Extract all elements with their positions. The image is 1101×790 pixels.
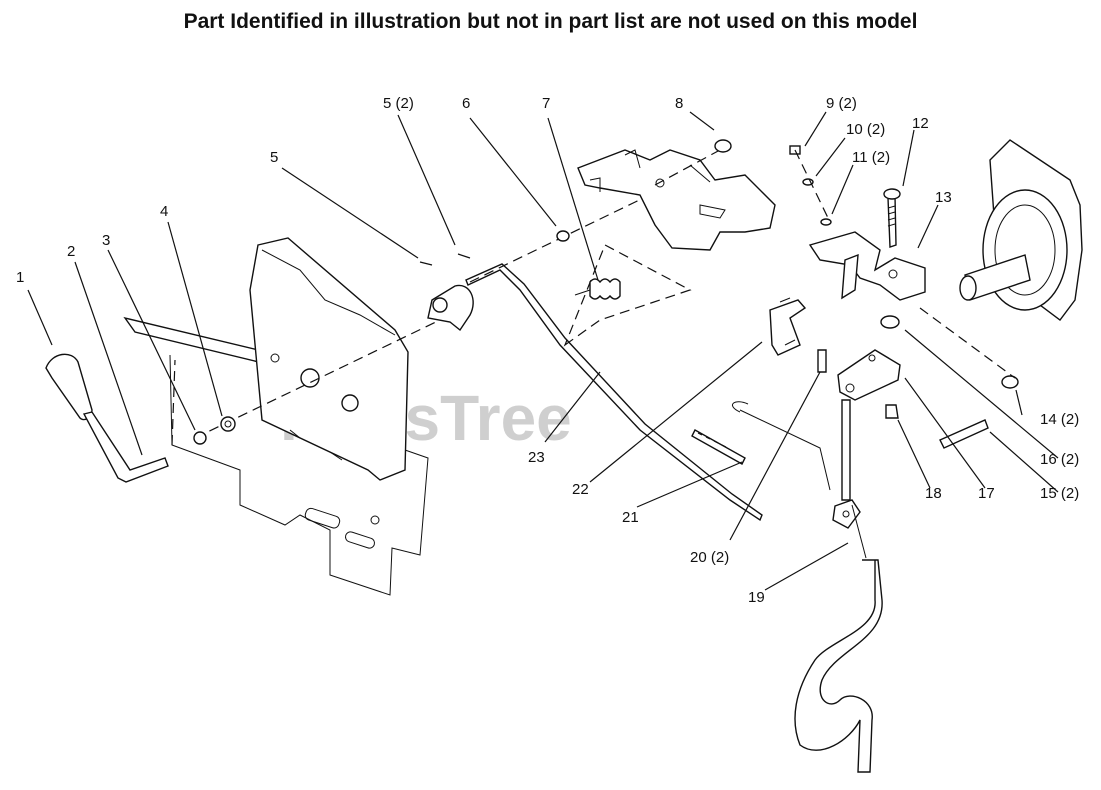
callout-5: 5 <box>270 149 278 166</box>
mount-bracket-13 <box>808 231 926 301</box>
pivot-cam <box>427 284 474 332</box>
callout-15: 15 (2) <box>1040 485 1079 502</box>
control-link <box>691 429 746 465</box>
callout-22: 22 <box>572 481 589 498</box>
leader-lines <box>27 111 1059 591</box>
shift-rod-19 <box>794 399 883 773</box>
callout-20: 20 (2) <box>690 549 729 566</box>
callout-8: 8 <box>675 95 683 112</box>
shift-knob <box>45 353 93 421</box>
callout-16: 16 (2) <box>1040 451 1079 468</box>
spring <box>574 278 621 300</box>
washer-part-16 <box>880 315 900 329</box>
callout-1: 1 <box>16 269 24 286</box>
callout-14: 14 (2) <box>1040 411 1079 428</box>
callout-11: 11 (2) <box>852 149 890 166</box>
shift-rod <box>465 263 763 522</box>
lockwasher-part-10 <box>802 178 814 186</box>
washer-part-6 <box>556 230 570 242</box>
callout-2: 2 <box>67 243 75 260</box>
nut-part-18 <box>885 404 899 419</box>
shift-plate <box>837 349 901 401</box>
callout-19: 19 <box>748 589 765 606</box>
callout-13: 13 <box>935 189 952 206</box>
callout-12: 12 <box>912 115 929 132</box>
callout-21: 21 <box>622 509 639 526</box>
bolt-part-12 <box>887 195 897 248</box>
transmission-housing <box>959 139 1083 321</box>
washer-part-4 <box>220 416 236 432</box>
callout-3: 3 <box>102 232 110 249</box>
bolt-part-20 <box>817 349 827 373</box>
trunnion-block <box>832 499 861 529</box>
callout-4: 4 <box>160 203 168 220</box>
callout-labels: 1 2 3 4 5 5 (2) 6 7 8 9 (2) 10 (2) 11 (2… <box>16 95 1079 606</box>
shift-lever <box>82 411 169 483</box>
washer-part-3 <box>193 431 207 445</box>
callout-9: 9 (2) <box>826 95 857 112</box>
callout-6: 6 <box>462 95 470 112</box>
bolt-part-15 <box>939 419 989 449</box>
washer-part-11 <box>820 218 832 226</box>
washer-part-8 <box>714 139 732 153</box>
upper-bracket-22 <box>769 297 807 356</box>
callout-23: 23 <box>528 449 545 466</box>
upper-frame-bracket <box>577 149 776 251</box>
callout-18: 18 <box>925 485 942 502</box>
callout-5-pair: 5 (2) <box>383 95 414 112</box>
washer-part-14 <box>1001 375 1019 389</box>
front-shift-bracket <box>249 237 409 481</box>
callout-17: 17 <box>978 485 995 502</box>
callout-10: 10 (2) <box>846 121 885 138</box>
diagram-heading: Part Identified in illustration but not … <box>183 10 918 33</box>
callout-7: 7 <box>542 95 550 112</box>
